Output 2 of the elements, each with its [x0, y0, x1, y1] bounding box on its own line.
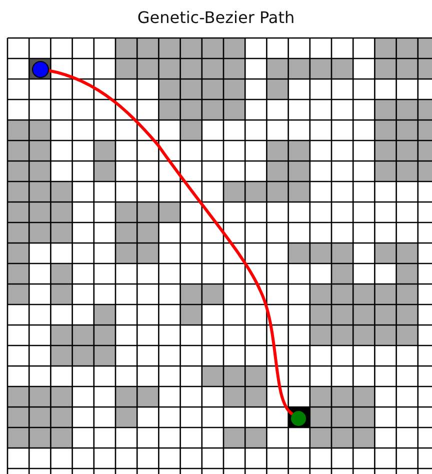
chart-title: Genetic-Bezier Path [136, 8, 296, 28]
path-line [46, 69, 294, 416]
